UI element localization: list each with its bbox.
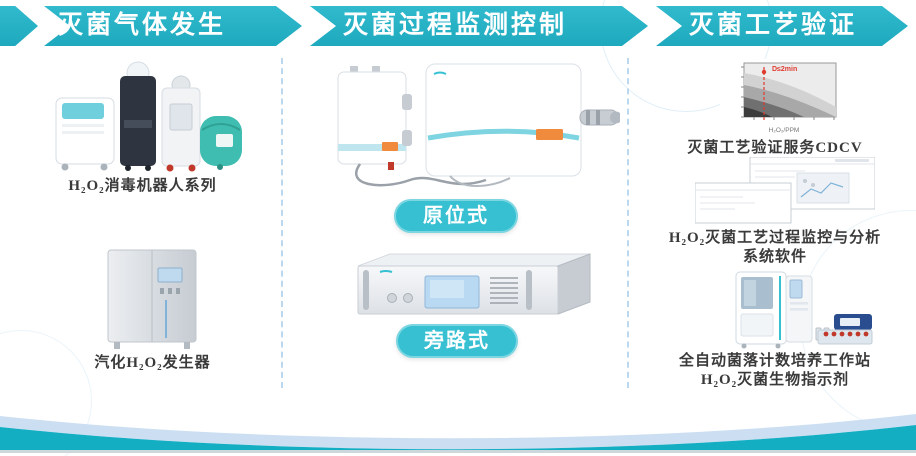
caption-vhp-generator: 汽化H₂O₂发生器 xyxy=(94,355,211,371)
chart-x-axis-label: H₂O₂/PPM xyxy=(768,127,800,134)
robot-gray-tower xyxy=(161,75,201,172)
software-window-front xyxy=(695,182,792,224)
h2o2-disinfection-robots-image xyxy=(55,61,242,172)
column-divider-right xyxy=(627,58,629,388)
colony-workstation-image xyxy=(735,271,873,349)
in-situ-probe-tube xyxy=(579,109,620,126)
caption-workstation-line1: 全自动菌落计数培养工作站 xyxy=(678,353,871,369)
indicator-reader xyxy=(834,314,872,330)
caption-cdcv-service: 灭菌工艺验证服务CDCV xyxy=(687,140,863,156)
in-situ-main-unit xyxy=(425,63,582,177)
header-arrow-segment-1 xyxy=(44,6,302,46)
in-situ-cables xyxy=(355,163,511,187)
workstation-side-module xyxy=(785,275,813,343)
header-arrow-segment-3 xyxy=(656,6,908,46)
section-title-process-monitoring: 灭菌过程监测控制 xyxy=(342,12,567,39)
in-situ-small-unit xyxy=(337,66,412,170)
caption-software-line1: H₂O₂灭菌工艺过程监控与分析 xyxy=(668,230,882,246)
section-title-process-validation: 灭菌工艺验证 xyxy=(688,12,857,39)
badge-in-situ: 原位式 xyxy=(394,199,518,233)
caption-workstation: 全自动菌落计数培养工作站 H₂O₂灭菌生物指示剂 xyxy=(645,352,905,390)
monitoring-software-screenshots-image xyxy=(695,157,875,224)
column-divider-left xyxy=(281,58,283,388)
bypass-analyzer-image xyxy=(357,253,591,315)
rack-handle xyxy=(526,270,532,310)
caption-robot-series: H₂O₂消毒机器人系列 xyxy=(68,178,217,194)
robot-teal-compact xyxy=(200,116,242,170)
d-value-chart: D≤2min H₂O₂/PPM xyxy=(720,59,848,135)
vent-grille xyxy=(490,277,518,304)
workstation-tower xyxy=(735,271,787,349)
indicator-tube-tray xyxy=(817,329,873,345)
caption-software: H₂O₂灭菌工艺过程监控与分析 系统软件 xyxy=(645,229,905,267)
caption-software-line2: 系统软件 xyxy=(742,249,807,265)
robot-dark-tower xyxy=(120,61,156,171)
bottom-wave-decoration xyxy=(0,414,916,453)
header-arrow-start-chevron xyxy=(0,6,38,46)
rack-handle xyxy=(363,270,369,310)
in-situ-monitor-image xyxy=(337,63,620,187)
caption-workstation-line2: H₂O₂灭菌生物指示剂 xyxy=(700,372,850,388)
badge-bypass: 旁路式 xyxy=(396,324,518,358)
vhp-generator-image xyxy=(107,249,197,349)
header-arrow-segment-2 xyxy=(310,6,648,46)
section-title-gas-generation: 灭菌气体发生 xyxy=(57,12,226,39)
d-value-annotation: D≤2min xyxy=(772,66,798,73)
d-value-chart-plot xyxy=(741,62,837,121)
robot-white-box xyxy=(55,97,115,171)
